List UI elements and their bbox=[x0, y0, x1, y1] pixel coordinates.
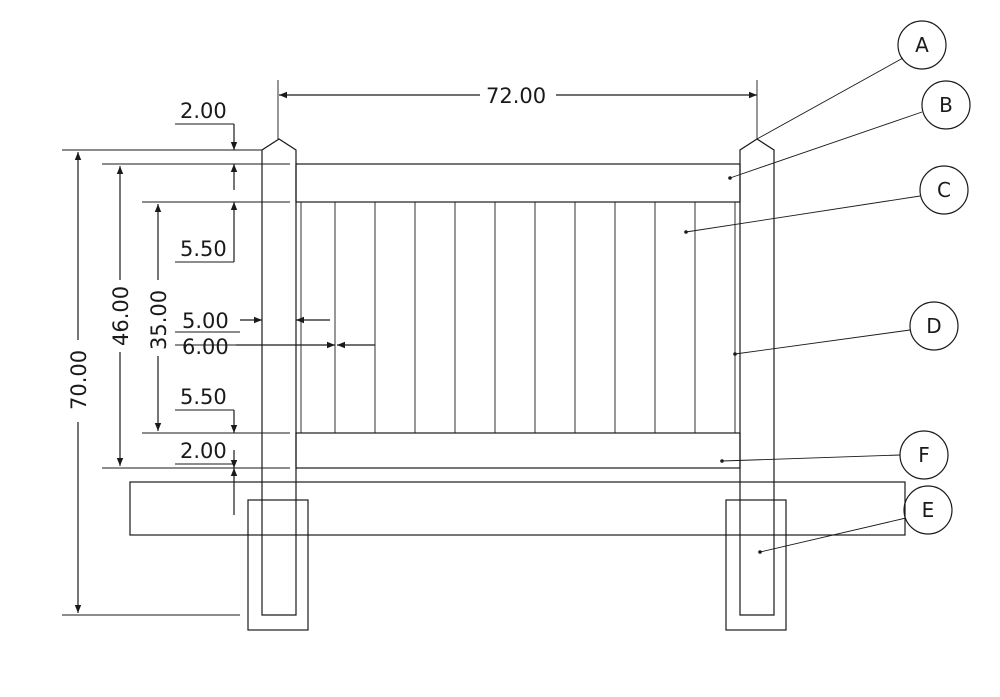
svg-text:A: A bbox=[915, 33, 929, 57]
dim-bottom-rail: 5.50 bbox=[180, 385, 227, 409]
leader-dots bbox=[684, 176, 762, 554]
post-left bbox=[261, 138, 297, 616]
callout-C: C bbox=[919, 165, 969, 215]
dim-frame-height: 46.00 bbox=[109, 286, 133, 346]
dim-top-rail: 5.50 bbox=[180, 237, 227, 261]
callout-E: E bbox=[903, 485, 953, 535]
dim-top-gap: 2.00 bbox=[180, 99, 227, 123]
top-rail bbox=[295, 163, 741, 203]
dim-bottom-gap: 2.00 bbox=[180, 439, 227, 463]
callout-A: A bbox=[897, 20, 947, 70]
callout-D: D bbox=[909, 301, 959, 351]
dimension-lines bbox=[74, 91, 757, 613]
dim-overall-width: 72.00 bbox=[486, 84, 546, 108]
pickets bbox=[300, 202, 736, 433]
dim-post-width: 5.00 bbox=[182, 309, 229, 333]
post-right bbox=[739, 138, 775, 616]
dim-picket-height: 35.00 bbox=[147, 290, 171, 350]
concrete-footing-left bbox=[247, 499, 309, 631]
bottom-rail bbox=[295, 432, 741, 469]
svg-text:D: D bbox=[926, 314, 941, 338]
svg-text:E: E bbox=[922, 498, 935, 522]
svg-text:C: C bbox=[937, 178, 951, 202]
extension-lines bbox=[62, 80, 758, 616]
callout-B: B bbox=[921, 80, 971, 130]
callout-F: F bbox=[899, 430, 949, 480]
ground-hatch bbox=[129, 481, 906, 536]
concrete-footing-right bbox=[725, 499, 787, 631]
leader-lines bbox=[685, 57, 923, 553]
dim-overall-height: 70.00 bbox=[67, 350, 91, 410]
svg-text:F: F bbox=[918, 443, 930, 467]
svg-text:B: B bbox=[939, 93, 953, 117]
dim-picket-width: 6.00 bbox=[182, 335, 229, 359]
